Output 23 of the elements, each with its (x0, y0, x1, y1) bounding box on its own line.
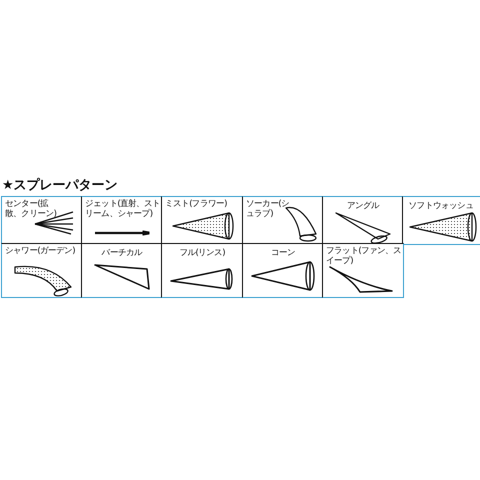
pattern-cell (402, 196, 480, 244)
pattern-label: ジェット(直射、ストリーム、シャープ) (85, 199, 161, 219)
pattern-cell (1, 196, 82, 244)
pattern-cell (242, 196, 324, 244)
pattern-label: シャワー(ガーデン) (5, 246, 76, 256)
pattern-cell (161, 243, 244, 298)
pattern-label: フル(リンス) (178, 248, 226, 258)
pattern-cell (81, 243, 162, 298)
pattern-cell (1, 243, 82, 298)
title: ★スプレーパターン (2, 176, 118, 194)
pattern-label: バーチカル (100, 248, 144, 258)
pattern-cell (322, 243, 404, 298)
pattern-label: フラット(ファン、スイープ) (326, 246, 402, 266)
pattern-cell (81, 196, 162, 244)
pattern-label: ミスト(フラワー) (165, 199, 228, 209)
pattern-label: センター(拡散、クリーン) (5, 199, 58, 219)
pattern-cell (161, 196, 244, 244)
pattern-cell (242, 243, 324, 298)
pattern-label: ソーカー(シュラブ) (246, 199, 290, 219)
pattern-label: ソフトウォッシュ (408, 201, 474, 211)
pattern-label: コーン (270, 248, 296, 258)
pattern-label: アングル (346, 201, 380, 211)
pattern-cell (322, 196, 404, 244)
